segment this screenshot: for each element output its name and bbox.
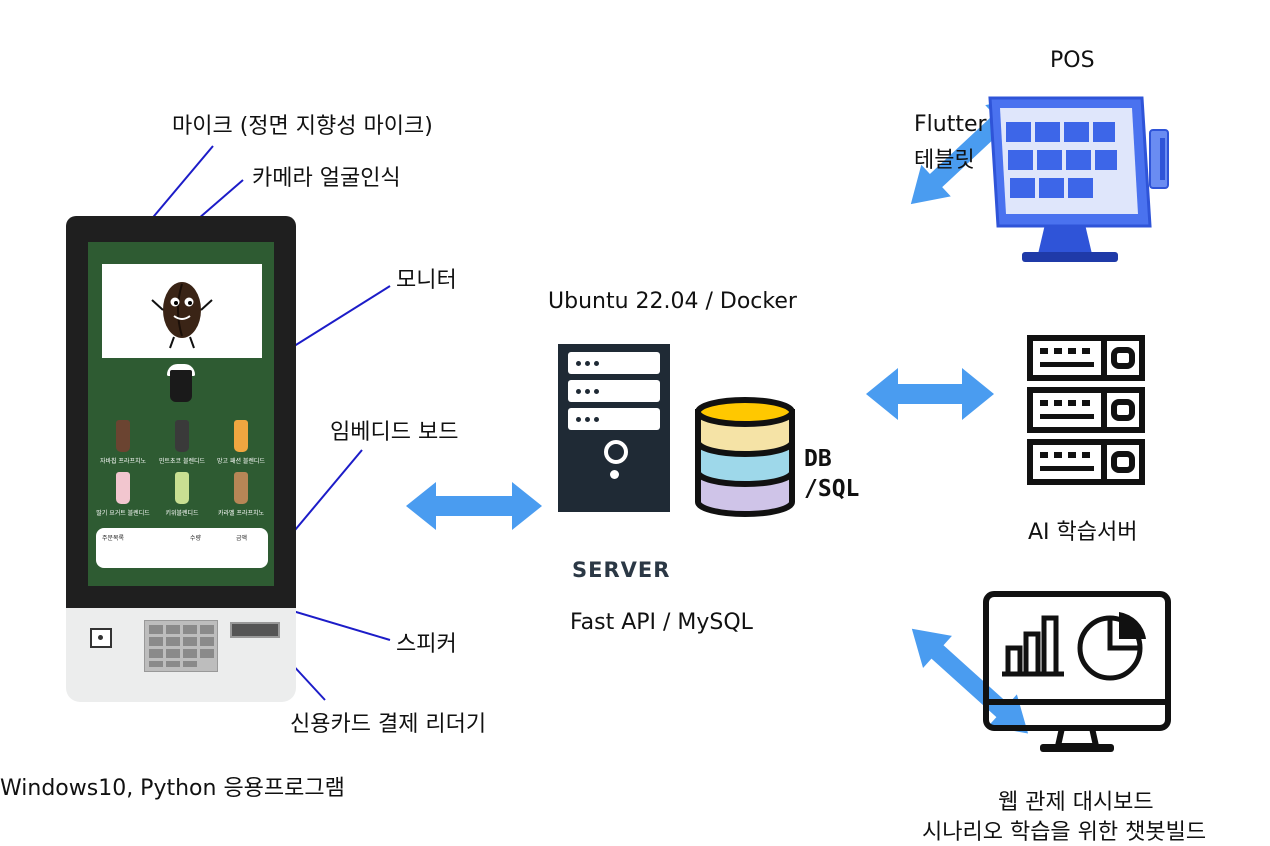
order-header-list: 주문목록 [102, 535, 125, 542]
kiosk-card-slot[interactable] [230, 622, 280, 638]
server-title: SERVER [572, 558, 671, 582]
menu-item-label: 카라멜 프라프치노 [217, 510, 265, 517]
coffee-bean-mascot-icon [151, 282, 213, 349]
server-icon [558, 344, 670, 512]
server-stack-label: Fast API / MySQL [570, 610, 753, 635]
speaker-label: 스피커 [396, 632, 457, 657]
featured-drink-icon [170, 370, 192, 402]
menu-item-label: 키위블렌디드 [165, 510, 199, 517]
menu-item[interactable]: 자바칩 프라프치노 [94, 420, 152, 476]
menu-item-label: 망고 패션 블렌디드 [217, 458, 265, 465]
drink-icon [234, 420, 248, 452]
menu-item-label: 딸기 요거트 블렌디드 [96, 510, 150, 517]
arrow-server-dashboard [911, 628, 1029, 734]
embedded-board-label: 임베디드 보드 [330, 420, 459, 445]
order-header-amount: 금액 [236, 535, 248, 542]
order-header-qty: 수량 [190, 535, 202, 542]
pos-terminal-icon [988, 96, 1169, 262]
kiosk-banner [102, 264, 262, 358]
kiosk-device: 자바칩 프라프치노 민트초코 블렌디드 망고 패션 블렌디드 딸기 요거트 블렌… [66, 216, 296, 702]
arrow-kiosk-server [406, 482, 542, 530]
mic-label: 마이크 (정면 지향성 마이크) [172, 114, 433, 139]
drink-icon [175, 472, 189, 504]
card-reader-label: 신용카드 결제 리더기 [290, 712, 487, 737]
pos-title: POS [1050, 48, 1095, 73]
menu-item-label: 자바칩 프라프치노 [99, 458, 147, 465]
ai-server-rack-icon [1027, 335, 1145, 485]
server-os-label: Ubuntu 22.04 / Docker [548, 289, 797, 314]
kiosk-monitor-screen: 자바칩 프라프치노 민트초코 블렌디드 망고 패션 블렌디드 딸기 요거트 블렌… [88, 242, 274, 586]
menu-item[interactable]: 키위블렌디드 [153, 472, 211, 528]
db-label-line2: /SQL [804, 476, 860, 502]
dashboard-label-line1: 웹 관제 대시보드 [998, 790, 1154, 815]
drink-icon [175, 420, 189, 452]
camera-label: 카메라 얼굴인식 [252, 166, 401, 191]
mic-pointer-line [143, 145, 214, 229]
dashboard-label-line2: 시나리오 학습을 위한 챗봇빌드 [922, 820, 1207, 845]
drink-icon [116, 472, 130, 504]
monitor-label: 모니터 [396, 268, 457, 293]
kiosk-lower-body [66, 608, 296, 702]
pos-tech-line1: Flutter [914, 112, 987, 137]
kiosk-scanner-icon [90, 628, 112, 648]
ai-server-label: AI 학습서버 [1028, 520, 1138, 545]
drink-icon [234, 472, 248, 504]
menu-item-label: 민트초코 블렌디드 [158, 458, 206, 465]
menu-item[interactable]: 망고 패션 블렌디드 [212, 420, 270, 476]
menu-item[interactable]: 민트초코 블렌디드 [153, 420, 211, 476]
pos-tech-line2: 테블릿 [914, 148, 975, 173]
kiosk-platform-label: Windows10, Python 응용프로그램 [0, 776, 345, 801]
board-pointer-line [284, 449, 363, 543]
dashboard-monitor-icon [983, 591, 1171, 752]
arrow-server-ai [866, 368, 994, 420]
drink-icon [116, 420, 130, 452]
menu-item[interactable]: 카라멜 프라프치노 [212, 472, 270, 528]
kiosk-upper-body: 자바칩 프라프치노 민트초코 블렌디드 망고 패션 블렌디드 딸기 요거트 블렌… [66, 216, 296, 608]
db-label-line1: DB [804, 446, 832, 472]
menu-item[interactable]: 딸기 요거트 블렌디드 [94, 472, 152, 528]
database-icon [695, 397, 795, 517]
kiosk-keypad[interactable] [144, 620, 218, 672]
kiosk-order-panel: 주문목록 수량 금액 [96, 528, 268, 568]
